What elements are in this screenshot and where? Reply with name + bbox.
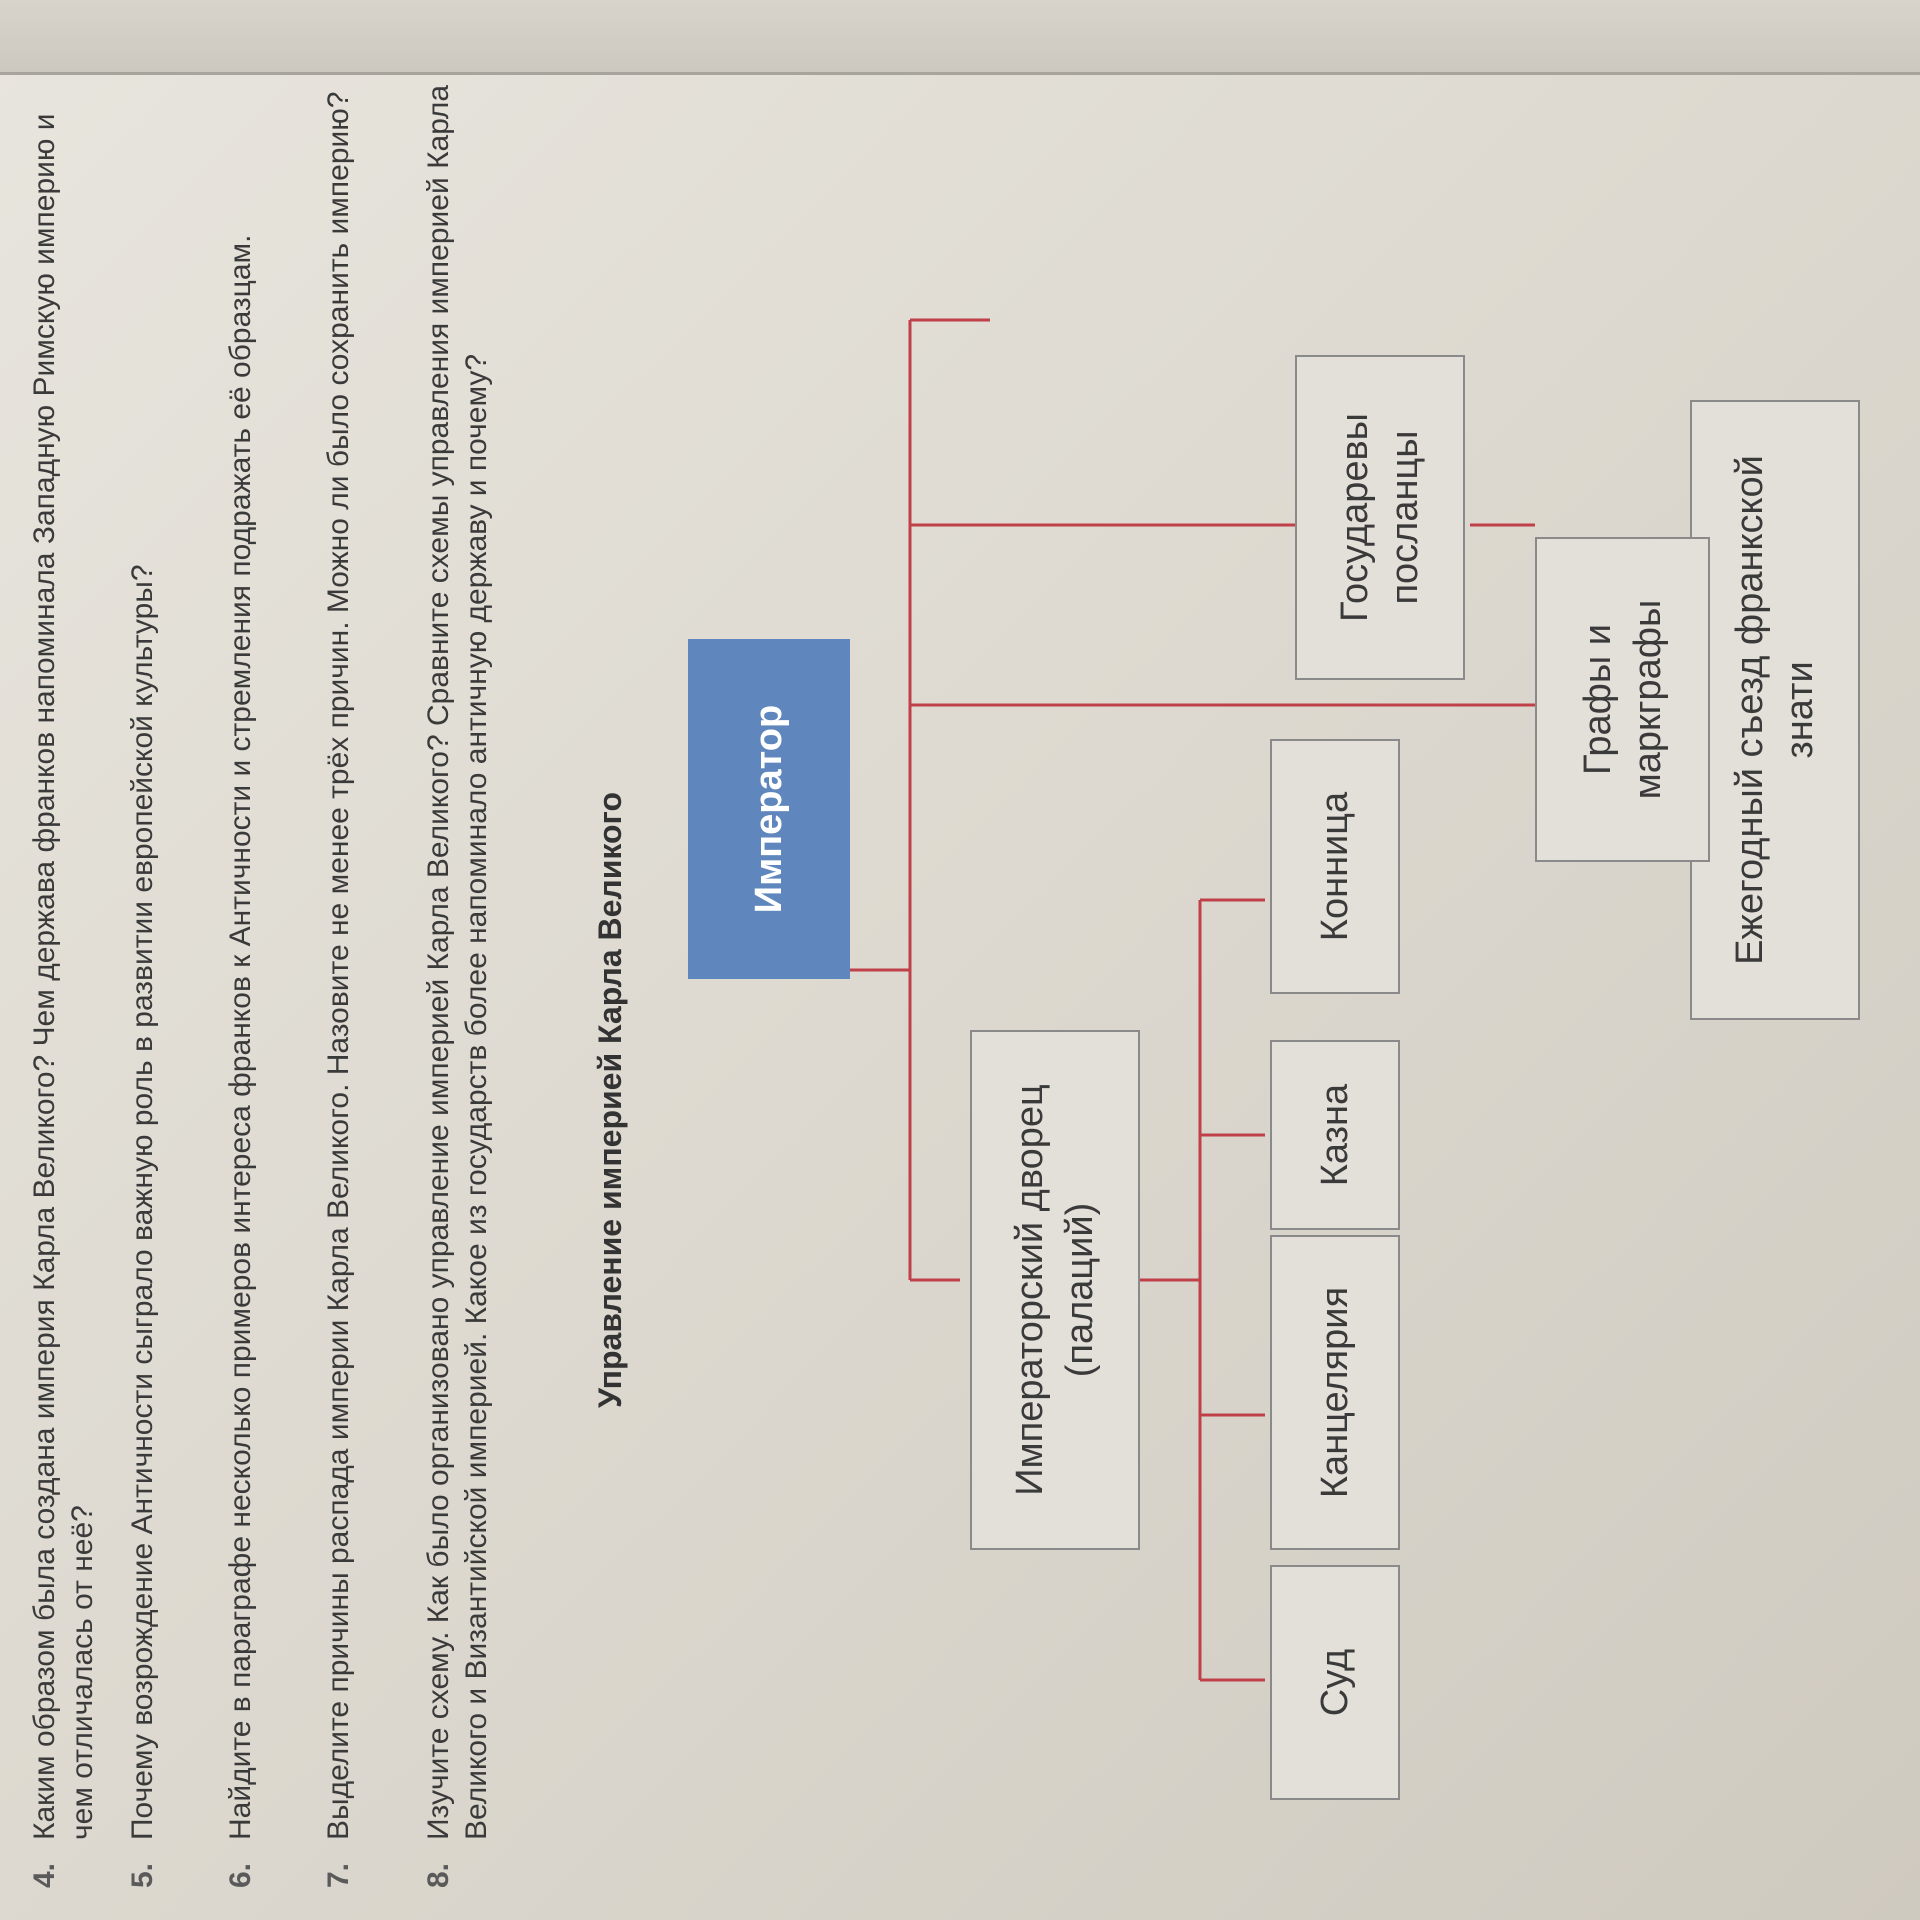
emperor-box: Император (688, 639, 850, 979)
chancellery-label: Канцелярия (1314, 1286, 1356, 1499)
counts-label: Графы и маркграфы (1576, 599, 1669, 800)
court-box: Суд (1270, 1565, 1400, 1800)
counts-box: Графы и маркграфы (1535, 537, 1710, 862)
palace-box: Императорский дворец (палаций) (970, 1030, 1140, 1550)
chancellery-box: Канцелярия (1270, 1235, 1400, 1550)
emperor-label: Император (748, 704, 790, 914)
cavalry-box: Конница (1270, 739, 1400, 994)
court-label: Суд (1314, 1648, 1356, 1717)
assembly-label: Ежегодный съезд франкской знати (1729, 455, 1821, 965)
treasury-label: Казна (1314, 1083, 1356, 1187)
palace-label: Императорский дворец (палаций) (1009, 1084, 1101, 1496)
envoys-box: Государевы посланцы (1295, 355, 1465, 680)
cavalry-label: Конница (1314, 791, 1356, 942)
page-edge (0, 0, 1920, 75)
assembly-box: Ежегодный съезд франкской знати (1690, 400, 1860, 1020)
treasury-box: Казна (1270, 1040, 1400, 1230)
envoys-label: Государевы посланцы (1334, 413, 1426, 622)
